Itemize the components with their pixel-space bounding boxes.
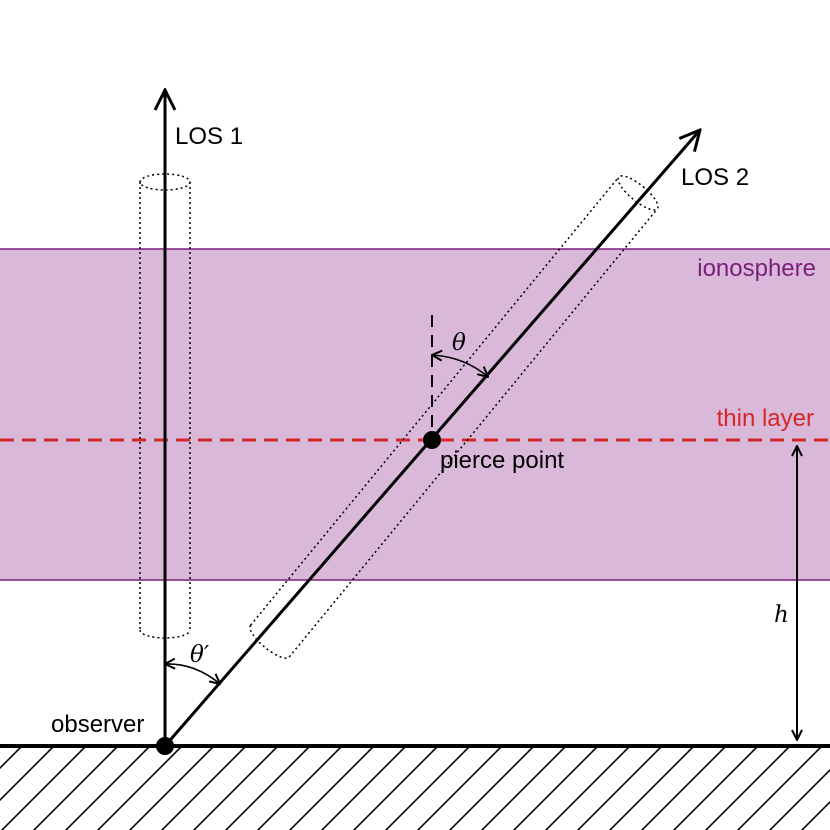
theta-angle-arc xyxy=(432,355,488,377)
observer-label: observer xyxy=(51,711,144,738)
ionosphere-band xyxy=(0,249,830,580)
theta-prime-label: θ′ xyxy=(190,642,210,668)
theta-label: θ xyxy=(452,330,466,356)
ground-hatch xyxy=(0,746,830,830)
theta-prime-angle-arc xyxy=(165,664,220,684)
los1-label: LOS 1 xyxy=(175,123,243,150)
height-label: h xyxy=(774,602,789,628)
los1-cylinder xyxy=(139,173,191,639)
pierce-point-dot xyxy=(423,431,441,449)
thin-layer-label: thin layer xyxy=(717,405,814,432)
los2-label: LOS 2 xyxy=(681,164,749,191)
observer-dot xyxy=(156,737,174,755)
ionosphere-label: ionosphere xyxy=(697,255,816,282)
pierce-point-label: pierce point xyxy=(440,447,564,474)
